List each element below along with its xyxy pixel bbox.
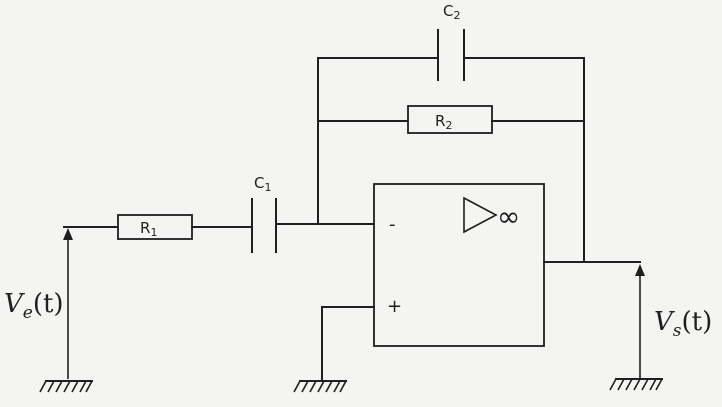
opamp-body bbox=[373, 183, 545, 347]
label-c1: C1 bbox=[254, 174, 271, 194]
arrow-vs-head bbox=[635, 264, 645, 276]
ground-icon-input bbox=[39, 380, 93, 393]
label-r1: R1 bbox=[140, 219, 157, 239]
opamp-triangle-icon bbox=[463, 196, 498, 234]
ground-icon-plus bbox=[293, 380, 347, 393]
label-r2: R2 bbox=[435, 112, 452, 132]
resistor-r2 bbox=[407, 105, 493, 134]
opamp-plus-label: + bbox=[387, 296, 402, 317]
ground-icon-output bbox=[609, 378, 663, 391]
arrow-ve-head bbox=[63, 228, 73, 240]
label-vs: Vs(t) bbox=[654, 307, 712, 341]
label-ve: Ve(t) bbox=[4, 289, 64, 323]
opamp-minus-label: - bbox=[389, 214, 396, 235]
opamp-gain-label: ∞ bbox=[497, 200, 520, 233]
label-c2: C2 bbox=[443, 2, 460, 22]
